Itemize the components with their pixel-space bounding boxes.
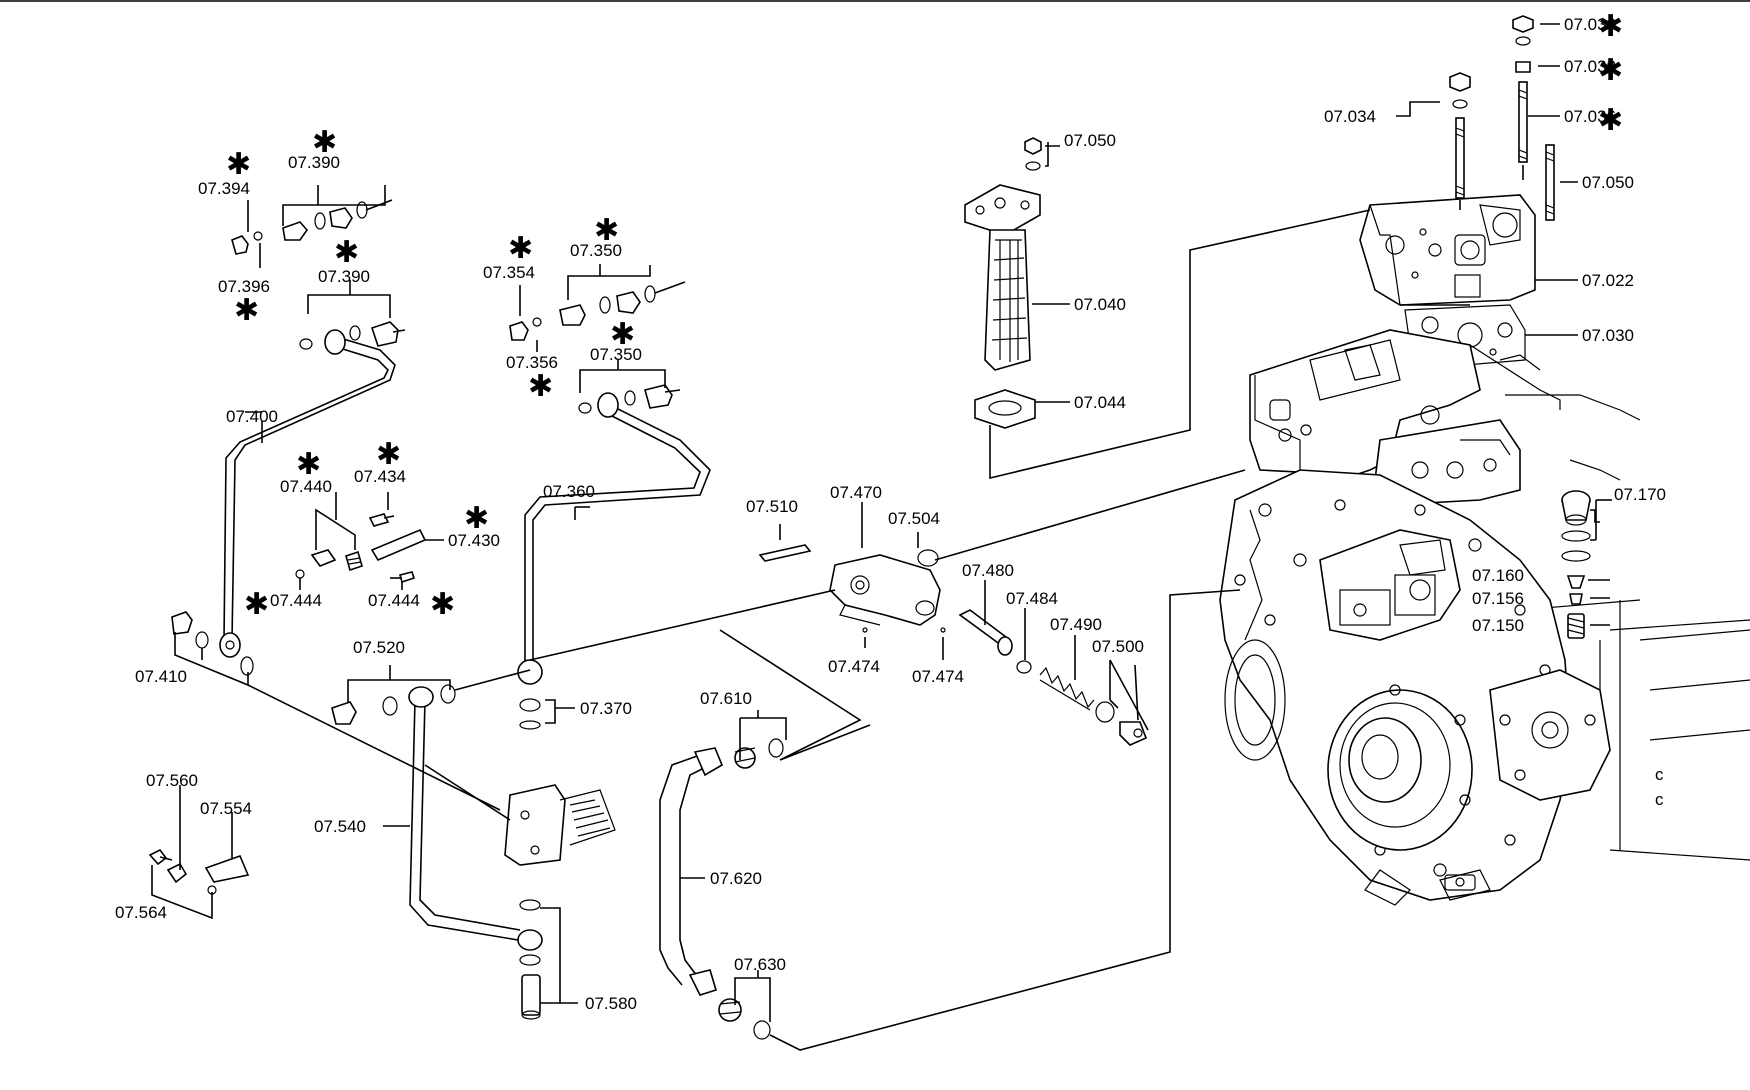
label-07480: 07.480 (962, 561, 1014, 580)
clamp-drawing (148, 848, 250, 895)
label-07370: 07.370 (580, 699, 632, 718)
label-07434: 07.434 (354, 467, 406, 486)
marker-07440: ✱ (296, 447, 321, 482)
label-07354: 07.354 (483, 263, 535, 282)
marker-07390-lower: ✱ (334, 235, 359, 270)
label-07580: 07.580 (585, 994, 637, 1013)
label-07160: 07.160 (1472, 566, 1524, 585)
head-studs-drawing (1449, 15, 1555, 221)
label-07444-right: 07.444 (368, 591, 420, 610)
marker-07350-lower: ✱ (610, 317, 635, 352)
label-07560: 07.560 (146, 771, 198, 790)
label-07490: 07.490 (1050, 615, 1102, 634)
label-07510: 07.510 (746, 497, 798, 516)
label-07350-top: 07.350 (570, 241, 622, 260)
label-07390-lower: 07.390 (318, 267, 370, 286)
label-07630: 07.630 (734, 955, 786, 974)
label-07030: 07.030 (1582, 326, 1634, 345)
leader-lines (151, 23, 1612, 1051)
svg-text:c: c (1655, 790, 1664, 809)
marker-07038: ✱ (1598, 53, 1623, 88)
label-07036-top: 07.036 (1564, 15, 1616, 34)
marker-07036-mid: ✱ (1598, 103, 1623, 138)
label-07044: 07.044 (1074, 393, 1126, 412)
label-07400: 07.400 (226, 407, 278, 426)
marker-07350-top: ✱ (594, 213, 619, 248)
valve-housing-drawing (758, 544, 1148, 746)
label-07170: 07.170 (1614, 485, 1666, 504)
marker-07396: ✱ (234, 293, 259, 328)
marker-07444-right: ✱ (430, 587, 455, 622)
marker-07036-top: ✱ (1598, 9, 1623, 44)
label-07050-right: 07.050 (1582, 173, 1634, 192)
label-07470: 07.470 (830, 483, 882, 502)
label-07500: 07.500 (1092, 637, 1144, 656)
bracket-430-drawing (295, 513, 427, 584)
marker-asterisks: ✱ ✱ ✱ ✱ ✱ ✱ ✱ ✱ ✱ ✱ ✱ ✱ ✱ ✱ ✱ ✱ (226, 9, 1623, 622)
marker-07394: ✱ (226, 147, 251, 182)
label-07444-left: 07.444 (270, 591, 322, 610)
label-07356: 07.356 (506, 353, 558, 372)
pipe-400-drawing (171, 199, 406, 676)
label-07038: 07.038 (1564, 57, 1616, 76)
marker-07354: ✱ (508, 231, 533, 266)
marker-07444-left: ✱ (244, 587, 269, 622)
label-07390-top: 07.390 (288, 153, 340, 172)
label-07360: 07.360 (543, 482, 595, 501)
label-07564: 07.564 (115, 903, 167, 922)
label-07484: 07.484 (1006, 589, 1058, 608)
pipe-360-drawing (509, 281, 711, 730)
label-07050-top: 07.050 (1064, 131, 1116, 150)
filter-insert-drawing (964, 137, 1042, 429)
marker-07430: ✱ (464, 501, 489, 536)
label-07430: 07.430 (448, 531, 500, 550)
label-07440: 07.440 (280, 477, 332, 496)
part-labels: 07.036 07.038 07.036 07.034 07.050 07.05… (115, 15, 1666, 1013)
marker-07356: ✱ (528, 369, 553, 404)
label-07410: 07.410 (135, 667, 187, 686)
label-07350-lower: 07.350 (590, 345, 642, 364)
label-07156: 07.156 (1472, 589, 1524, 608)
label-07022: 07.022 (1582, 271, 1634, 290)
label-07036-mid: 07.036 (1564, 107, 1616, 126)
label-07540: 07.540 (314, 817, 366, 836)
label-07034: 07.034 (1324, 107, 1376, 126)
marker-07434: ✱ (376, 437, 401, 472)
label-07150: 07.150 (1472, 616, 1524, 635)
engine-block-drawing: c c (1219, 194, 1750, 906)
svg-text:c: c (1655, 765, 1664, 784)
label-07474-right: 07.474 (912, 667, 964, 686)
label-07394: 07.394 (198, 179, 250, 198)
label-07554: 07.554 (200, 799, 252, 818)
label-07396: 07.396 (218, 277, 270, 296)
marker-07390-top: ✱ (312, 125, 337, 160)
label-07620: 07.620 (710, 869, 762, 888)
label-07040: 07.040 (1074, 295, 1126, 314)
label-07610: 07.610 (700, 689, 752, 708)
pipe-540-drawing (331, 684, 616, 1020)
hose-620-drawing (659, 738, 784, 1040)
label-07504: 07.504 (888, 509, 940, 528)
label-07474-left: 07.474 (828, 657, 880, 676)
label-07520: 07.520 (353, 638, 405, 657)
